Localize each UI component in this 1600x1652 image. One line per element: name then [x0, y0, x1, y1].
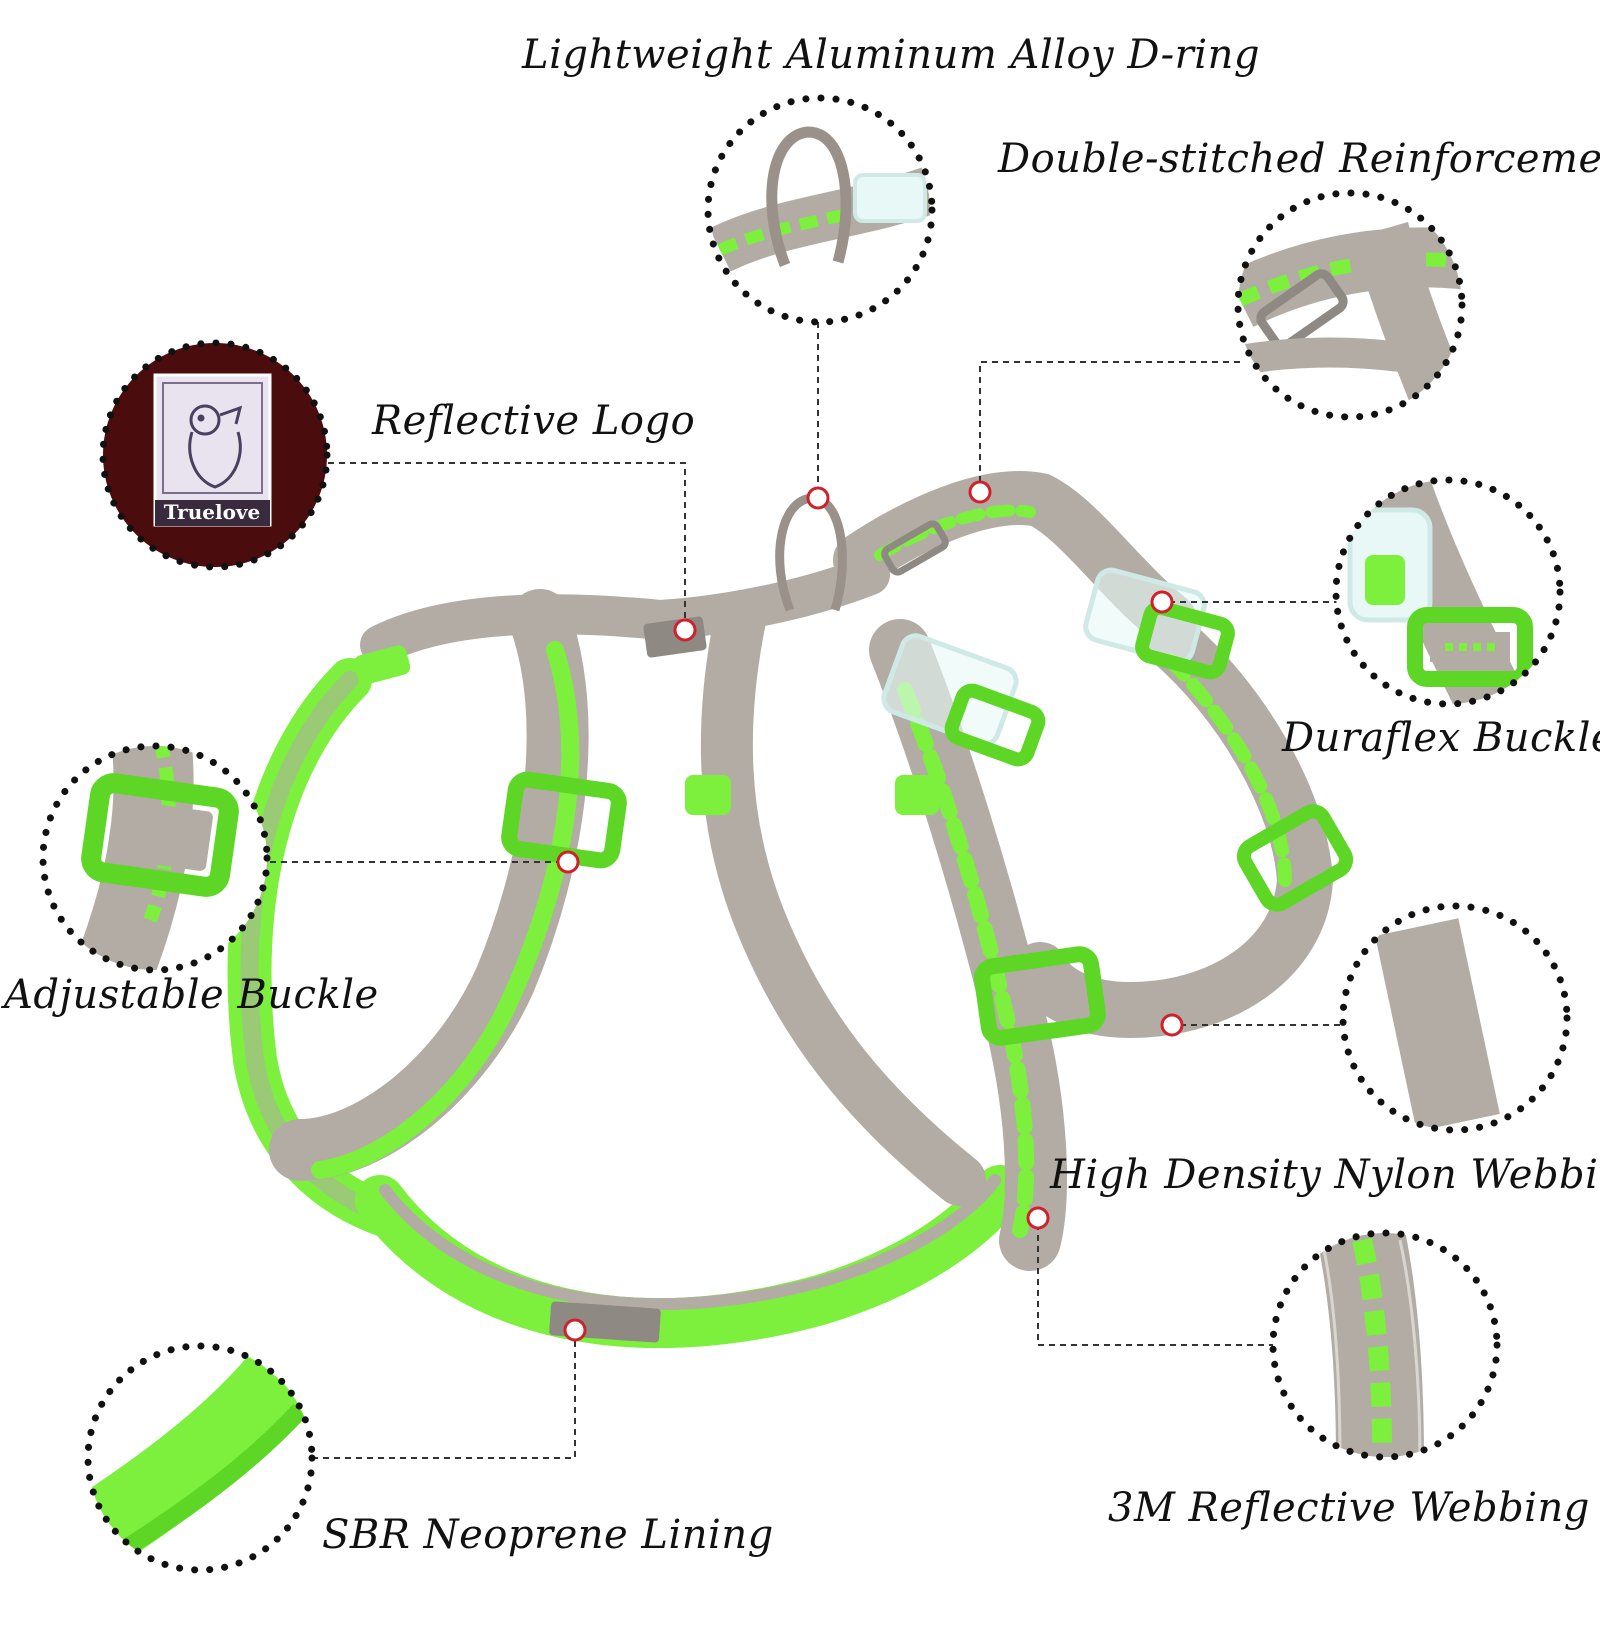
- label-d-ring: Lightweight Aluminum Alloy D-ring: [522, 32, 1260, 78]
- detail-duraflex-buckle: [1332, 476, 1564, 708]
- slider-left-top: [353, 645, 411, 685]
- detail-reflective-logo: [99, 339, 331, 571]
- duraflex-buckle-left-tab: [944, 683, 1046, 767]
- front-strap-lining: [311, 641, 580, 1179]
- belly-band-padding: [355, 1165, 1025, 1349]
- duraflex-buckle-right-tab: [1135, 600, 1235, 680]
- label-reflective-logo: Reflective Logo: [372, 398, 696, 444]
- label-neoprene-lining: SBR Neoprene Lining: [322, 1512, 774, 1558]
- leader-neoprene: [312, 1330, 576, 1459]
- leader-lines: [270, 322, 1340, 1459]
- marker-reflective-logo: [673, 618, 697, 642]
- adjustable-buckle-right: [974, 946, 1106, 1046]
- front-strap-webbing: [269, 589, 589, 1181]
- label-nylon-webbing: High Density Nylon Webbing: [1050, 1152, 1600, 1198]
- duraflex-buckle-left: [881, 633, 1019, 747]
- rear-loop: [1012, 612, 1334, 1039]
- label-duraflex-buckle: Duraflex Buckle: [1282, 715, 1600, 761]
- detail-d-ring: [704, 94, 936, 326]
- neck-band: [360, 555, 890, 665]
- marker-d-ring: [806, 486, 830, 510]
- leader-reflective-logo: [328, 462, 686, 630]
- detail-nylon-webbing: [1339, 902, 1571, 1134]
- center-strap: [700, 594, 986, 1206]
- label-double-stitched: Double-stitched Reinforcement: [998, 136, 1600, 182]
- rear-buckle: [1236, 804, 1354, 912]
- rear-loop-text: [1163, 653, 1292, 887]
- dog-icon: [188, 404, 243, 489]
- marker-reflective-webbing: [1026, 1206, 1050, 1230]
- detail-neoprene-lining: [84, 1342, 316, 1574]
- label-adjustable-buckle: Adjustable Buckle: [4, 972, 379, 1018]
- logo-brand-text: Truelove: [164, 500, 261, 524]
- right-strap-text: [897, 682, 1035, 1238]
- marker-nylon: [1160, 1013, 1184, 1037]
- slider-center: [685, 775, 731, 815]
- detail-double-stitched: [1234, 189, 1466, 421]
- marker-neoprene: [563, 1318, 587, 1342]
- leader-double-stitched: [979, 361, 1240, 490]
- detail-adjustable-buckle: [39, 742, 271, 974]
- left-strap-webbing: [240, 671, 409, 1229]
- markers: [556, 480, 1184, 1342]
- marker-duraflex: [1150, 590, 1174, 614]
- belly-band-edge: [379, 1174, 1001, 1311]
- adjustable-buckle-left: [501, 771, 627, 869]
- label-reflective-webbing: 3M Reflective Webbing: [1108, 1485, 1590, 1531]
- harness: [227, 471, 1354, 1349]
- detail-reflective-webbing: [1269, 1229, 1501, 1461]
- metal-slider: [881, 520, 949, 576]
- leader-reflective-webbing: [1037, 1218, 1275, 1346]
- slider-right-mid: [895, 775, 939, 815]
- marker-adjustable: [556, 850, 580, 874]
- marker-double-stitched: [968, 480, 992, 504]
